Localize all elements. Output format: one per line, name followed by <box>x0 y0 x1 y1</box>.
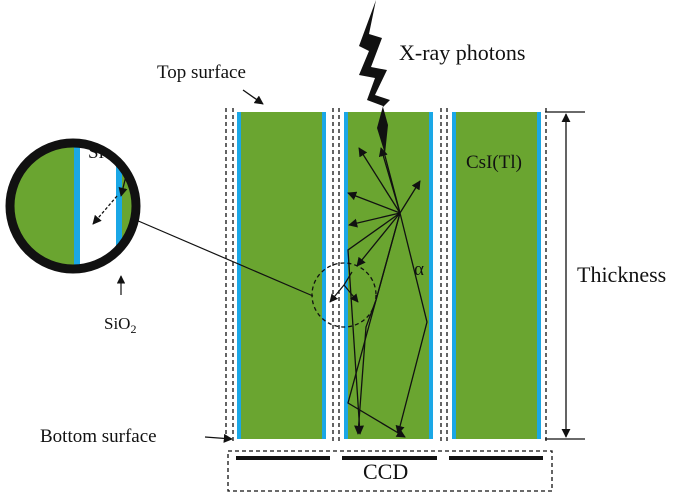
scintillator-pillar-2 <box>344 112 433 439</box>
sio2-label: SiO2 <box>104 314 136 337</box>
thickness-label: Thickness <box>577 262 667 287</box>
top-surface-arrow <box>242 89 264 105</box>
thickness-dimension <box>545 111 585 440</box>
light-rays <box>347 147 428 438</box>
csi-label: CsI(Tl) <box>466 152 522 173</box>
sio2-label-subscript: 2 <box>130 322 137 336</box>
scintillator-pillar-1 <box>237 112 326 439</box>
bottom-surface-arrow <box>204 433 233 443</box>
magnified-inset <box>5 138 141 295</box>
scintillator-pillar-3 <box>452 112 541 439</box>
alpha-label: α <box>414 259 424 280</box>
zoom-indicator <box>135 219 377 328</box>
bottom-surface-label: Bottom surface <box>40 426 157 447</box>
ccd-label: CCD <box>363 459 409 484</box>
top-surface-label: Top surface <box>157 62 246 83</box>
xray-photon-bolt <box>359 0 390 154</box>
sio2-label-main: SiO <box>104 314 131 333</box>
xray-photons-label: X-ray photons <box>399 40 526 65</box>
ccd-sensor <box>227 450 553 492</box>
si-label: Si <box>88 142 104 163</box>
